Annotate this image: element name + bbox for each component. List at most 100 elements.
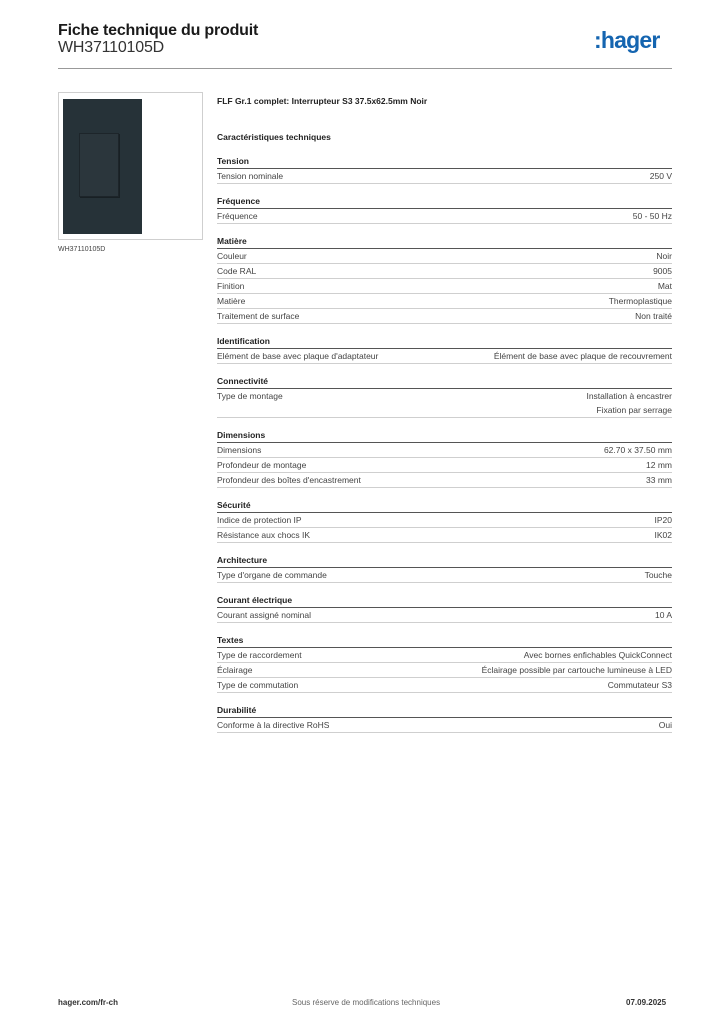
spec-value-line: 250 V — [649, 171, 672, 181]
spec-row: Tension nominale 250 V — [217, 169, 672, 184]
spec-value: Avec bornes enfichables QuickConnect — [524, 648, 672, 662]
header-divider — [58, 68, 672, 69]
spec-value: Touche — [645, 568, 672, 582]
spec-label: Type de montage — [217, 391, 283, 401]
spec-row: Type de commutation Commutateur S3 — [217, 678, 672, 693]
section-title: Dimensions — [217, 428, 672, 443]
section-title: Connectivité — [217, 374, 672, 389]
spec-value: 33 mm — [646, 473, 672, 487]
spec-row: Profondeur des boîtes d'encastrement 33 m… — [217, 473, 672, 488]
spec-label: Type de raccordement — [217, 650, 302, 660]
spec-value: Commutateur S3 — [608, 678, 672, 692]
spec-label: Traitement de surface — [217, 311, 300, 321]
spec-value: 50 - 50 Hz — [633, 209, 672, 223]
section-title: Fréquence — [217, 194, 672, 209]
spec-row: Finition Mat — [217, 279, 672, 294]
image-caption: WH37110105D — [58, 246, 106, 253]
spec-row: Résistance aux chocs IK IK02 — [217, 528, 672, 543]
spec-row: Matière Thermoplastique — [217, 294, 672, 309]
spec-value-line: 12 mm — [646, 460, 672, 470]
footer-disclaimer: Sous réserve de modifications techniques — [292, 998, 441, 1007]
footer-website-link[interactable]: hager.com/fr-ch — [58, 998, 119, 1007]
product-image — [58, 92, 203, 240]
spec-label: Finition — [217, 281, 245, 291]
spec-value-line: Touche — [644, 570, 672, 580]
spec-row: Couleur Noir — [217, 249, 672, 264]
spec-label: Tension nominale — [217, 171, 284, 181]
section-title: Durabilité — [217, 703, 672, 718]
spec-row: Traitement de surface Non traité — [217, 309, 672, 324]
spec-label: Type d'organe de commande — [217, 570, 327, 580]
spec-value: 250 V — [650, 169, 672, 183]
spec-value: 9005 — [653, 264, 672, 278]
spec-label: Résistance aux chocs IK — [217, 530, 311, 540]
spec-label: Courant assigné nominal — [217, 610, 312, 620]
spec-row: Code RAL 9005 — [217, 264, 672, 279]
hager-logo: :hager — [594, 27, 660, 53]
section-title: Matière — [217, 234, 672, 249]
section-title: Courant électrique — [217, 593, 672, 608]
switch-rocker — [79, 133, 119, 197]
spec-value-line: Installation à encastrer — [586, 391, 672, 401]
spec-label: Éclairage — [217, 665, 253, 675]
page-title: Fiche technique du produit — [58, 22, 259, 39]
spec-value: Noir — [656, 249, 672, 263]
spec-value-line: 10 A — [654, 610, 672, 620]
product-reference: WH37110105D — [58, 39, 165, 56]
section-title: Textes — [217, 633, 672, 648]
spec-value-line: 9005 — [653, 266, 672, 276]
spec-value-line: Thermoplastique — [608, 296, 672, 306]
section-title: Tension — [217, 154, 672, 169]
spec-value: Mat — [658, 279, 672, 293]
spec-value-line: Noir — [656, 251, 672, 261]
spec-value-line: Non traité — [635, 311, 672, 321]
spec-value: IK02 — [655, 528, 673, 542]
spec-value: Non traité — [635, 309, 672, 323]
spec-value-line: Oui — [658, 720, 672, 730]
section-title: Identification — [217, 334, 672, 349]
spec-label: Code RAL — [217, 266, 257, 276]
spec-value: 12 mm — [646, 458, 672, 472]
spec-value-line: IK02 — [654, 530, 673, 540]
spec-label: Profondeur des boîtes d'encastrement — [217, 475, 361, 485]
spec-value-line: 62.70 x 37.50 mm — [603, 445, 672, 455]
spec-label: Elément de base avec plaque d'adaptateur — [217, 351, 379, 361]
spec-value: Éclairage possible par cartouche lumineu… — [482, 663, 672, 677]
spec-value: Oui — [659, 718, 672, 732]
spec-label: Matière — [217, 296, 246, 306]
spec-value-line: IP20 — [654, 515, 673, 525]
spec-row: Conforme à la directive RoHS Oui — [217, 718, 672, 733]
spec-row: Courant assigné nominal 10 A — [217, 608, 672, 623]
spec-value: Élément de base avec plaque de recouvrem… — [494, 349, 672, 363]
spec-label: Type de commutation — [217, 680, 299, 690]
footer-date: 07.09.2025 — [626, 998, 667, 1007]
spec-value-line: Fixation par serrage — [596, 405, 672, 415]
section-title: Architecture — [217, 553, 672, 568]
spec-row: Type d'organe de commande Touche — [217, 568, 672, 583]
spec-value-line: 33 mm — [646, 475, 672, 485]
spec-label: Couleur — [217, 251, 247, 261]
spec-value: 62.70 x 37.50 mm — [604, 443, 672, 457]
spec-value-line: Éclairage possible par cartouche lumineu… — [481, 665, 672, 675]
spec-label: Fréquence — [217, 211, 258, 221]
switch-plate — [63, 99, 142, 234]
spec-value: 10 A — [655, 608, 672, 622]
spec-label: Conforme à la directive RoHS — [217, 720, 330, 730]
spec-value-line: 50 - 50 Hz — [632, 211, 672, 221]
spec-row: Elément de base avec plaque d'adaptateur… — [217, 349, 672, 364]
section-title: Sécurité — [217, 498, 672, 513]
spec-value-line: Commutateur S3 — [607, 680, 672, 690]
